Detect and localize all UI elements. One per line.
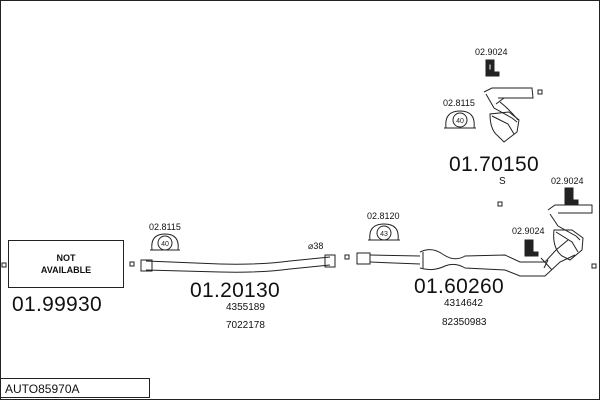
not-available-box: NOT AVAILABLE bbox=[8, 240, 124, 288]
oem-number: 7022178 bbox=[226, 320, 265, 331]
part-code-center-pipe: 01.20130 bbox=[190, 279, 280, 302]
clamp-middle-size: 43 bbox=[380, 231, 388, 238]
clamp-center-drawing bbox=[150, 233, 180, 251]
not-available-line2: AVAILABLE bbox=[40, 265, 92, 275]
part-code-middle-silencer: 01.60260 bbox=[414, 275, 504, 298]
clamp-middle-drawing bbox=[368, 223, 400, 241]
part-code-front-section: 01.99930 bbox=[12, 293, 102, 316]
oem-number: 4314642 bbox=[444, 298, 483, 309]
connector-dot bbox=[129, 261, 135, 267]
not-available-line1: NOT bbox=[56, 253, 76, 263]
rear-variant-label: S bbox=[499, 176, 506, 187]
connector-dot bbox=[537, 89, 543, 95]
hanger-middle-lower-drawing bbox=[524, 239, 539, 257]
hanger-middle-right-code: 02.9024 bbox=[551, 176, 584, 186]
clamp-rear-code: 02.8115 bbox=[443, 98, 475, 108]
clamp-rear-drawing bbox=[444, 110, 476, 129]
center-pipe-drawing bbox=[140, 254, 336, 273]
pipe-diameter-label: ⌀38 bbox=[308, 241, 324, 251]
middle-silencer-drawing bbox=[356, 239, 576, 277]
connector-dot bbox=[1, 262, 7, 268]
oem-number: 4355189 bbox=[226, 302, 265, 313]
hanger-middle-lower-code: 02.9024 bbox=[512, 226, 545, 236]
clamp-middle-code: 02.8120 bbox=[367, 211, 400, 221]
footer-code: AUTO85970A bbox=[5, 382, 80, 396]
clamp-rear-size: 40 bbox=[456, 118, 464, 125]
connector-dot bbox=[344, 254, 350, 260]
rear-silencer-drawing bbox=[483, 87, 534, 143]
hanger-middle-right-drawing bbox=[564, 187, 579, 206]
oem-number: 82350983 bbox=[442, 317, 487, 328]
hanger-rear-top-code: 02.9024 bbox=[475, 47, 508, 57]
clamp-center-code: 02.8115 bbox=[149, 222, 181, 232]
part-code-rear-silencer: 01.70150 bbox=[449, 153, 539, 176]
connector-dot bbox=[591, 263, 597, 269]
footer-code-box: AUTO85970A bbox=[0, 378, 150, 398]
connector-dot bbox=[497, 201, 503, 207]
clamp-center-size: 40 bbox=[161, 241, 169, 248]
hanger-rear-top-drawing bbox=[485, 59, 500, 77]
rear-silencer-variant-drawing bbox=[547, 204, 593, 261]
